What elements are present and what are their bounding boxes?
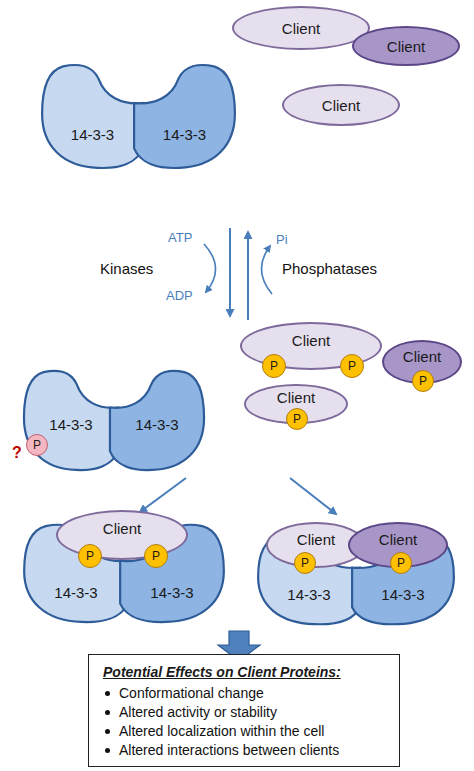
phosphate-tag: P	[294, 552, 316, 574]
phosphate-label: P	[419, 374, 427, 388]
phosphate-label: P	[86, 549, 94, 563]
client-label: Client	[387, 38, 425, 55]
bullet-item: Altered localization within the cell	[103, 722, 389, 741]
protein-name: 14-3-3	[54, 584, 97, 601]
phosphate-label: P	[397, 556, 405, 570]
protein-half: 14-3-3P	[22, 368, 120, 472]
phosphate-tag: P	[286, 408, 308, 430]
bullet-text: Altered interactions between clients	[119, 742, 339, 758]
protein-name: 14-3-3	[287, 586, 330, 603]
protein-outline	[40, 62, 145, 170]
protein-half: 14-3-3	[108, 368, 206, 472]
client-label: Client	[322, 97, 360, 114]
phosphate-tag: P	[262, 354, 286, 378]
protein-half: 14-3-3	[132, 62, 237, 170]
client-protein: Client	[282, 84, 400, 126]
bullet-dot	[105, 691, 110, 696]
bullet-text: Altered activity or stability	[119, 704, 277, 720]
bullet-item: Altered interactions between clients	[103, 741, 389, 760]
client-label: Client	[403, 348, 441, 365]
phosphate-tag: P	[26, 434, 48, 456]
box-heading: Potential Effects on Client Proteins:	[103, 663, 389, 682]
protein-name: 14-3-3	[163, 126, 206, 143]
client-label: Client	[282, 20, 320, 37]
bullet-item: Conformational change	[103, 684, 389, 703]
client-protein: ClientP	[244, 384, 348, 424]
phosphatase-curve	[261, 246, 272, 294]
client-protein: ClientP P	[240, 322, 382, 370]
enzyme-label: Phosphatases	[282, 260, 377, 277]
phosphate-label: P	[270, 359, 278, 373]
effects-box: Potential Effects on Client Proteins: Con…	[88, 654, 400, 767]
phosphate-tag: P	[340, 354, 364, 378]
phosphate-label: P	[348, 359, 356, 373]
protein-name: 14-3-3	[381, 586, 424, 603]
client-protein: Client	[232, 6, 370, 50]
client-protein: ClientP P	[56, 510, 188, 560]
kinase-curve	[204, 244, 216, 292]
client-label: Client	[103, 520, 141, 537]
phosphate-tag: P	[144, 544, 168, 568]
client-protein: ClientP	[382, 340, 462, 384]
down-arrow	[229, 228, 231, 316]
nucleotide-label: ADP	[166, 288, 193, 303]
nucleotide-label: ATP	[168, 230, 192, 245]
protein-half: 14-3-3	[40, 62, 145, 170]
bullet-dot	[105, 710, 110, 715]
phosphate-label: P	[152, 549, 160, 563]
up-arrow	[247, 232, 249, 320]
binding-arrow	[140, 478, 186, 512]
phosphate-tag: P	[390, 552, 412, 574]
question-mark: ?	[12, 444, 22, 462]
protein-name: 14-3-3	[135, 416, 178, 433]
binding-arrow	[290, 478, 336, 514]
client-label: Client	[379, 531, 417, 548]
phosphate-tag: P	[78, 544, 102, 568]
bullet-dot	[105, 748, 110, 753]
bullet-text: Altered localization within the cell	[119, 723, 324, 739]
bullet-text: Conformational change	[119, 685, 264, 701]
phosphate-tag: P	[412, 370, 434, 392]
protein-name: 14-3-3	[71, 126, 114, 143]
protein-name: 14-3-3	[150, 584, 193, 601]
client-protein: Client	[352, 26, 460, 66]
protein-name: 14-3-3	[49, 416, 92, 433]
client-label: Client	[297, 531, 335, 548]
phosphate-label: P	[301, 556, 309, 570]
protein-outline	[132, 62, 237, 170]
client-protein: ClientP	[348, 522, 448, 568]
enzyme-label: Kinases	[100, 260, 153, 277]
phosphate-label: P	[293, 412, 301, 426]
client-label: Client	[292, 332, 330, 349]
phosphate-label: Pi	[276, 232, 288, 247]
phosphate-label: P	[33, 438, 41, 452]
bullet-item: Altered activity or stability	[103, 703, 389, 722]
client-label: Client	[277, 389, 315, 406]
bullet-dot	[105, 729, 110, 734]
